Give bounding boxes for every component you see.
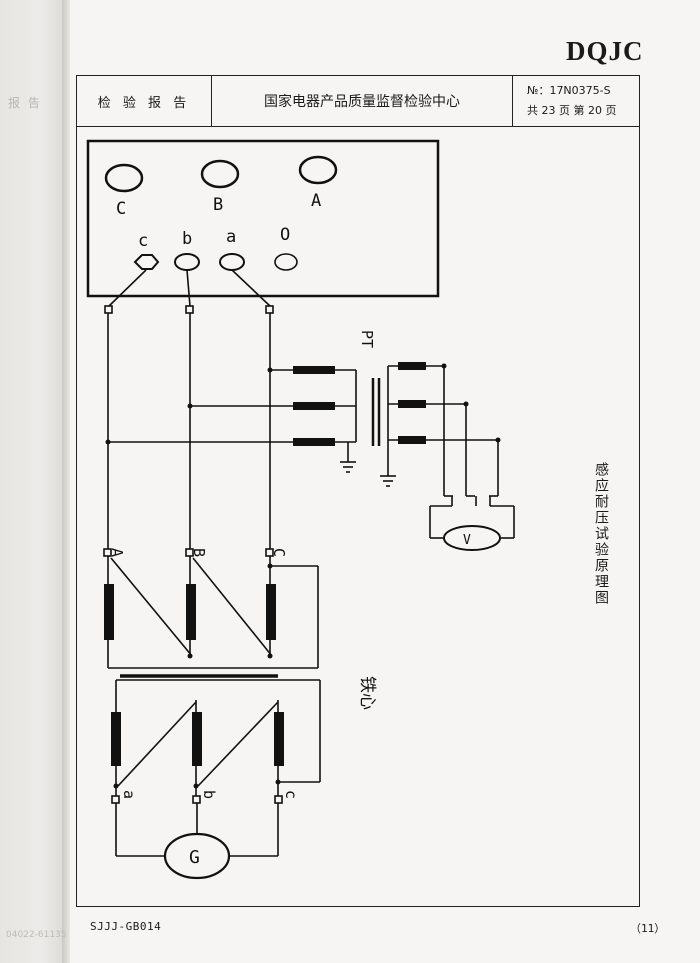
label-terminal-b: b: [182, 229, 192, 249]
report-meta: №：17N0375-S 共 23 页 第 20 页: [513, 76, 639, 126]
terminal-a-icon: [219, 253, 245, 271]
terminal-b-icon: [174, 253, 200, 271]
label-source-b: B: [213, 195, 223, 215]
winding-lower-c: [274, 712, 284, 766]
pt-secondary-coil-1: [398, 362, 426, 370]
label-voltmeter: V: [463, 533, 471, 548]
institution-name: 国家电器产品质量监督检验中心: [212, 76, 513, 126]
winding-upper-a: [104, 584, 114, 640]
label-lower-c: c: [282, 790, 300, 799]
margin-ghost-text: 报 告: [8, 96, 42, 110]
diagram-title: 感应耐压试验原理图: [593, 462, 609, 606]
pt-primary-coil-1: [293, 366, 335, 374]
footer-page-number: （11）: [630, 922, 666, 935]
winding-lower-a: [111, 712, 121, 766]
page-info: 共 23 页 第 20 页: [527, 104, 617, 117]
pt-primary-coil-3: [293, 438, 335, 446]
label-upper-c: C: [270, 548, 288, 557]
content-frame: [76, 127, 640, 907]
report-number: №：17N0375-S: [527, 84, 611, 97]
label-lower-b: b: [200, 790, 218, 799]
label-terminal-a: a: [226, 227, 236, 247]
winding-lower-b: [192, 712, 202, 766]
report-label: 检 验 报 告: [77, 76, 212, 126]
label-source-a: A: [311, 191, 321, 211]
form-code: SJJJ-GB014: [90, 920, 162, 933]
winding-upper-b: [186, 584, 196, 640]
label-upper-a: A: [108, 548, 126, 557]
label-pt: PT: [358, 330, 376, 348]
winding-upper-c: [266, 584, 276, 640]
label-core: 铁心: [357, 676, 377, 710]
margin-ghost-bottom-text: 04022-61135: [6, 930, 67, 940]
label-terminal-o: O: [280, 225, 290, 245]
voltmeter-icon: [443, 525, 501, 551]
label-source-c: C: [116, 199, 126, 219]
label-generator: G: [189, 847, 200, 868]
pt-secondary-coil-2: [398, 400, 426, 408]
bushing-a-icon: [298, 155, 338, 185]
label-lower-a: a: [120, 790, 138, 799]
previous-page-edge: [0, 0, 70, 963]
label-upper-b: B: [190, 548, 208, 557]
terminal-o-icon: [274, 253, 298, 271]
bushing-c-icon: [104, 163, 144, 193]
brand-logo-text: DQJC: [566, 36, 644, 66]
terminal-c-icon: [133, 254, 160, 270]
pt-primary-coil-2: [293, 402, 335, 410]
bushing-b-icon: [200, 159, 240, 189]
generator-icon: [163, 832, 231, 880]
report-header: 检 验 报 告 国家电器产品质量监督检验中心 №：17N0375-S 共 23 …: [76, 75, 640, 127]
label-terminal-c: c: [138, 231, 148, 251]
pt-secondary-coil-3: [398, 436, 426, 444]
binding-strip: [62, 0, 70, 963]
power-source-box: [86, 139, 440, 298]
